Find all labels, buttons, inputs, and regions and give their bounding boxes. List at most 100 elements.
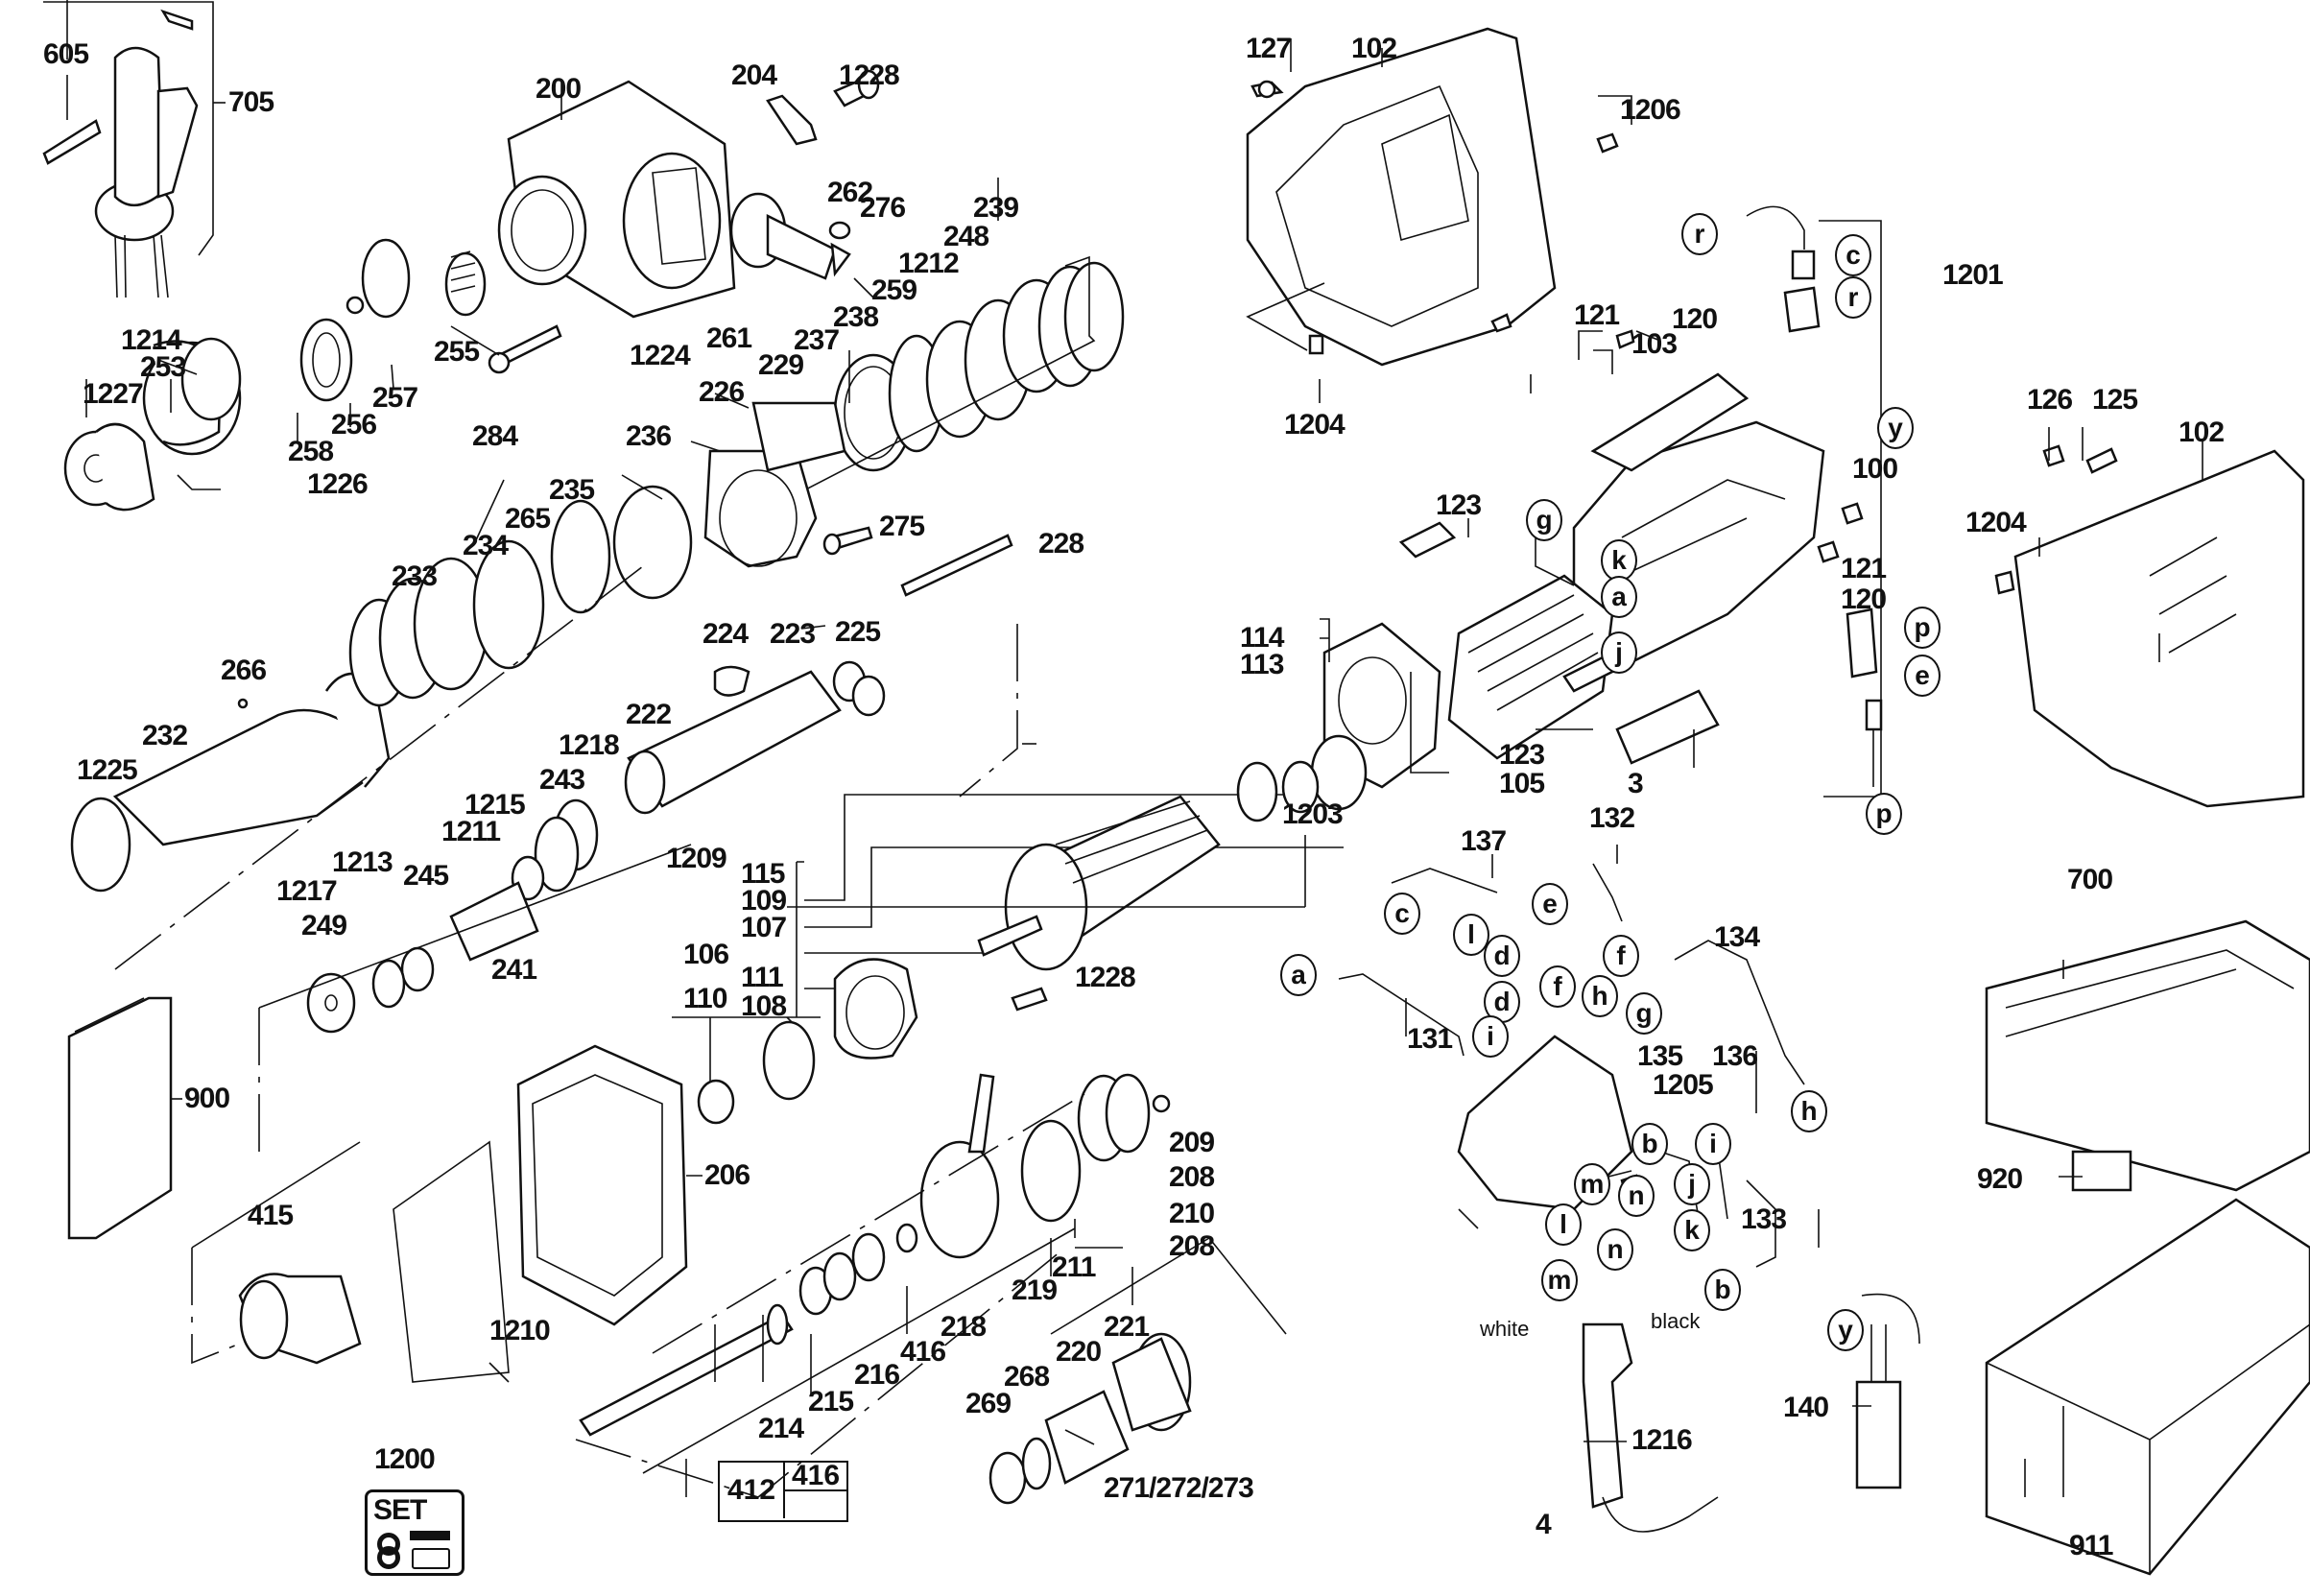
part-label-1227: 1227	[83, 378, 144, 410]
label-leaders	[66, 38, 2203, 1497]
kit-cell-412: 412	[720, 1463, 785, 1518]
part-label-102-b: 102	[2179, 417, 2225, 448]
kit-table: 412 416	[718, 1460, 848, 1522]
part-label-234: 234	[463, 530, 509, 561]
part-label-1225: 1225	[77, 754, 138, 786]
part-label-920: 920	[1977, 1163, 2023, 1195]
part-label-416: 416	[900, 1336, 946, 1368]
connector-tag-k: k	[1674, 1209, 1710, 1251]
connector-tag-p: p	[1904, 607, 1941, 649]
part-label-208-a: 208	[1169, 1161, 1215, 1193]
part-label-137: 137	[1461, 825, 1507, 857]
connector-tag-f: f	[1603, 935, 1639, 977]
part-label-208-b: 208	[1169, 1230, 1215, 1262]
manual-900	[67, 996, 182, 1240]
part-label-136: 136	[1712, 1040, 1758, 1072]
part-label-259: 259	[871, 274, 917, 306]
connector-tag-l: l	[1545, 1203, 1582, 1246]
piston-assembly	[258, 624, 1018, 1034]
part-label-131: 131	[1407, 1023, 1453, 1055]
part-label-232: 232	[142, 720, 188, 751]
connector-tag-g: g	[1526, 499, 1562, 541]
part-label-262: 262	[827, 177, 873, 208]
connector-tag-m: m	[1574, 1163, 1610, 1205]
part-label-266: 266	[221, 655, 267, 686]
field-105	[787, 521, 1720, 908]
part-label-222: 222	[626, 699, 672, 730]
part-label-700: 700	[2067, 864, 2113, 895]
part-label-140: 140	[1783, 1392, 1829, 1423]
part-label-257: 257	[372, 382, 418, 414]
part-label-269: 269	[965, 1388, 1012, 1419]
part-label-115: 115	[741, 858, 785, 890]
chuck-parts	[63, 238, 487, 512]
part-label-132: 132	[1589, 802, 1635, 834]
part-label-605: 605	[43, 38, 89, 70]
part-label-253: 253	[140, 351, 186, 383]
part-label-206: 206	[704, 1159, 750, 1191]
o-ring-icon	[377, 1546, 400, 1569]
connector-tag-b: b	[1704, 1269, 1741, 1311]
part-label-108: 108	[741, 990, 787, 1022]
part-label-105: 105	[1499, 768, 1545, 799]
part-label-1210: 1210	[489, 1315, 551, 1346]
connector-tag-a: a	[1280, 954, 1317, 996]
connector-tag-h: h	[1791, 1090, 1827, 1132]
part-label-1228: 1228	[839, 60, 900, 91]
part-label-275: 275	[879, 511, 925, 542]
connector-tag-d: d	[1484, 935, 1520, 977]
connector-tag-n: n	[1597, 1228, 1633, 1271]
armature-107	[977, 795, 1221, 971]
part-label-204: 204	[731, 60, 777, 91]
part-label-224: 224	[703, 618, 749, 650]
part-label-245: 245	[403, 860, 449, 892]
part-label-1228-b: 1228	[1075, 962, 1136, 993]
part-label-216: 216	[854, 1359, 900, 1391]
connector-tag-m: m	[1541, 1259, 1578, 1301]
connector-tag-k: k	[1601, 539, 1637, 582]
handle-housing-102	[1246, 27, 1619, 367]
connector-tag-r: r	[1681, 213, 1718, 255]
part-label-121: 121	[1574, 299, 1620, 331]
part-label-243: 243	[539, 764, 585, 796]
part-label-1205: 1205	[1653, 1069, 1714, 1101]
part-label-210: 210	[1169, 1198, 1215, 1229]
part-label-268: 268	[1004, 1361, 1050, 1393]
part-label-120-b: 120	[1841, 584, 1887, 615]
sleeve-icon	[412, 1548, 450, 1569]
part-label-215: 215	[808, 1386, 854, 1417]
part-label-236: 236	[626, 420, 672, 452]
part-label-235: 235	[549, 474, 595, 506]
part-label-1203: 1203	[1282, 798, 1344, 830]
connector-tag-p: p	[1866, 793, 1902, 835]
part-label-225: 225	[835, 616, 881, 648]
part-label-209: 209	[1169, 1127, 1215, 1158]
part-label-114: 114	[1240, 622, 1284, 654]
part-label-228: 228	[1038, 528, 1084, 560]
part-label-1213: 1213	[332, 846, 393, 878]
connector-tag-y: y	[1877, 407, 1914, 449]
hardware-set-box: SET	[365, 1489, 464, 1576]
connector-tag-i: i	[1695, 1123, 1731, 1165]
part-label-900: 900	[184, 1083, 230, 1114]
part-label-249: 249	[301, 910, 347, 941]
connector-tag-r: r	[1835, 276, 1871, 319]
wire-label-white: white	[1480, 1317, 1530, 1341]
part-label-4: 4	[1536, 1509, 1552, 1540]
connector-tag-a: a	[1601, 576, 1637, 618]
part-label-120: 120	[1672, 303, 1718, 335]
connector-tag-e: e	[1904, 655, 1941, 697]
switch-wiring	[1338, 863, 1920, 1533]
part-label-1217: 1217	[276, 875, 338, 907]
part-label-135: 135	[1637, 1040, 1683, 1072]
part-label-239: 239	[973, 192, 1019, 224]
part-label-109: 109	[741, 885, 787, 917]
part-label-271-272-273: 271/272/273	[1104, 1472, 1254, 1504]
part-label-256: 256	[331, 409, 377, 441]
part-label-265: 265	[505, 503, 551, 535]
part-label-106: 106	[683, 939, 729, 970]
part-label-103: 103	[1631, 328, 1678, 360]
part-label-1216: 1216	[1631, 1424, 1693, 1456]
part-label-1215: 1215	[464, 789, 526, 821]
